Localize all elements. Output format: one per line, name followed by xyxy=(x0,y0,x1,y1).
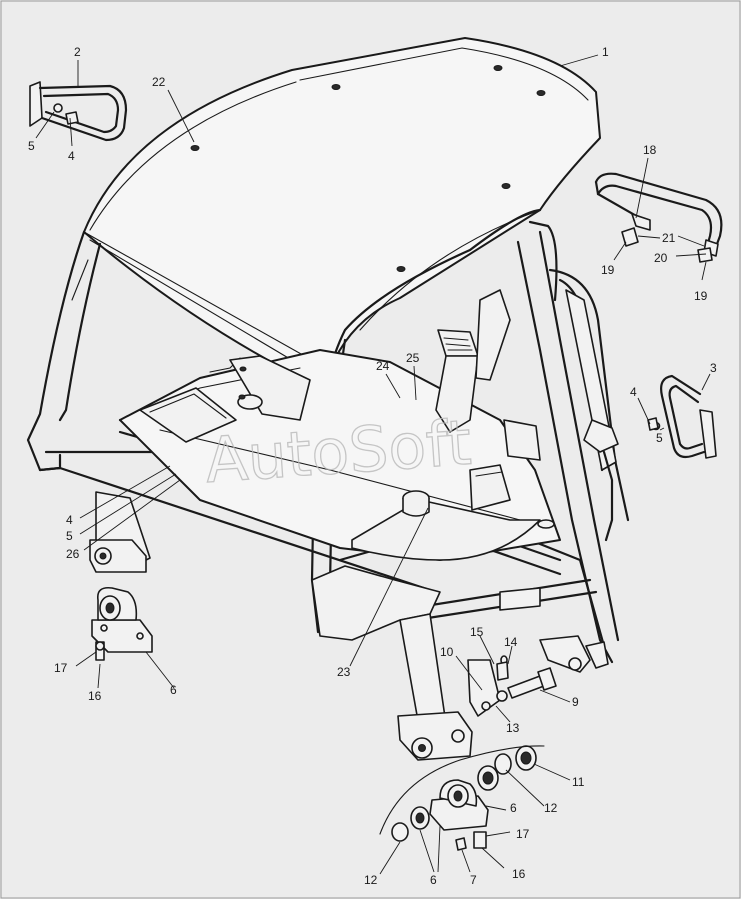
handle-part-2 xyxy=(29,81,128,142)
callout-1: 1 xyxy=(602,45,609,59)
callout-23: 23 xyxy=(337,665,351,679)
front-left-leg xyxy=(89,491,151,573)
mount-part-6-left xyxy=(91,586,153,661)
callout-25: 25 xyxy=(406,351,420,365)
callout-10: 10 xyxy=(440,645,454,659)
callout-20: 20 xyxy=(654,251,668,265)
callout-4-floor: 4 xyxy=(66,513,73,527)
handle-part-18 xyxy=(594,172,723,263)
callout-labels: 1 2 5 4 22 18 21 20 19 19 24 25 3 4 5 4 … xyxy=(28,45,717,887)
callout-9: 9 xyxy=(572,695,579,709)
callout-12-left: 12 xyxy=(364,873,378,887)
callout-3: 3 xyxy=(710,361,717,375)
callout-19-left: 19 xyxy=(601,263,615,277)
callout-17-left: 17 xyxy=(54,661,68,675)
pin-assembly xyxy=(467,655,557,717)
cab-floor xyxy=(119,289,619,673)
callout-6-right: 6 xyxy=(510,801,517,815)
callout-18: 18 xyxy=(643,143,657,157)
callout-16-right: 16 xyxy=(512,867,526,881)
callout-13: 13 xyxy=(506,721,520,735)
callout-6-left: 6 xyxy=(170,683,177,697)
callout-19-right: 19 xyxy=(694,289,708,303)
rear-mount-stack xyxy=(379,745,545,851)
callout-16-left: 16 xyxy=(88,689,102,703)
callout-5-right: 5 xyxy=(656,431,663,445)
rear-right-leg xyxy=(397,613,473,761)
callout-5: 5 xyxy=(28,139,35,153)
callout-22: 22 xyxy=(152,75,166,89)
callout-21: 21 xyxy=(662,231,676,245)
callout-15: 15 xyxy=(470,625,484,639)
callout-2: 2 xyxy=(74,45,81,59)
callout-5-floor: 5 xyxy=(66,529,73,543)
leader-lines xyxy=(35,54,711,875)
callout-11: 11 xyxy=(572,775,585,789)
callout-4-right: 4 xyxy=(630,385,637,399)
callout-17-right: 17 xyxy=(516,827,530,841)
callout-4: 4 xyxy=(68,149,75,163)
callout-26: 26 xyxy=(66,547,80,561)
callout-24: 24 xyxy=(376,359,390,373)
callout-12-right: 12 xyxy=(544,801,558,815)
callout-7: 7 xyxy=(470,873,477,887)
callout-14: 14 xyxy=(504,635,518,649)
callout-6-bottom: 6 xyxy=(430,873,437,887)
handle-part-3 xyxy=(647,374,717,459)
